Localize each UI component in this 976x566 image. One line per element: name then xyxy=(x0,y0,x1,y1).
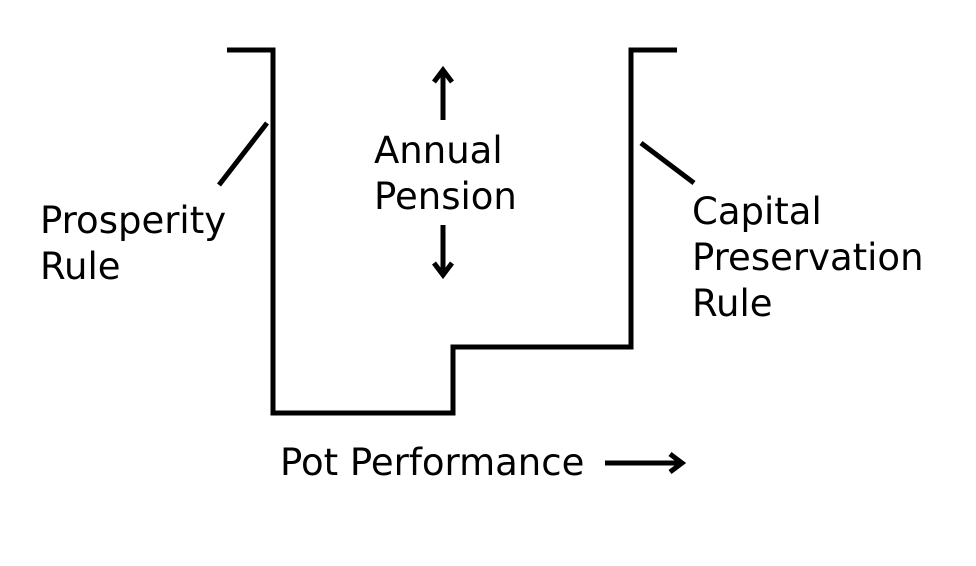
annual-pension-label-line-1: Annual xyxy=(374,129,503,172)
prosperity-rule-label-line-1: Prosperity xyxy=(40,199,227,242)
annual-pension-label-line-2: Pension xyxy=(374,175,517,218)
down-arrow-head xyxy=(432,261,454,280)
guardrail-outline xyxy=(227,47,677,416)
capital-rule-leader xyxy=(639,141,696,185)
prosperity-rule-leader xyxy=(217,121,269,187)
pot-performance-label: Pot Performance xyxy=(280,441,585,484)
up-arrow-head xyxy=(432,65,454,84)
capital-preservation-rule-label: Capital Preservation Rule xyxy=(692,189,924,327)
capital-preservation-rule-label-line-1: Capital xyxy=(692,190,822,233)
right-arrow-head xyxy=(668,452,687,474)
prosperity-rule-label: Prosperity Rule xyxy=(40,198,226,290)
capital-preservation-rule-label-line-3: Rule xyxy=(692,282,773,325)
prosperity-rule-label-line-2: Rule xyxy=(40,245,121,288)
annual-pension-label: Annual Pension xyxy=(374,128,517,220)
capital-preservation-rule-label-line-2: Preservation xyxy=(692,236,924,279)
